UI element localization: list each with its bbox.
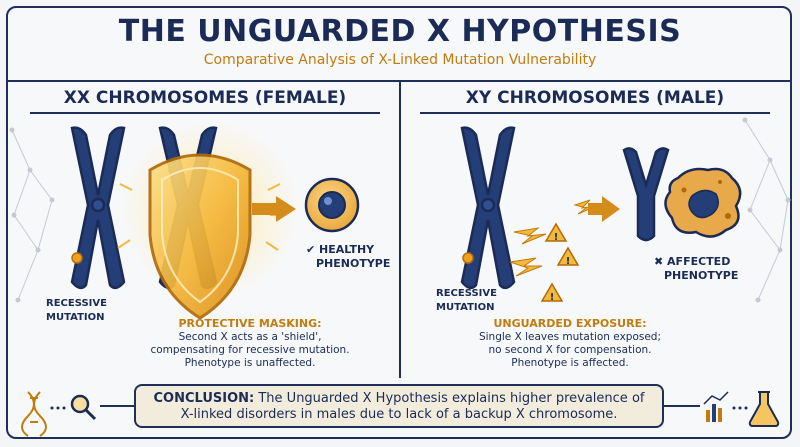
conclusion-line1: CONCLUSION: The Unguarded X Hypothesis e… bbox=[136, 391, 662, 407]
left-desc-title: PROTECTIVE MASKING: bbox=[178, 317, 322, 330]
affected-phenotype-label: ✖ AFFECTED PHENOTYPE bbox=[654, 255, 754, 283]
left-mutation-label-line2: MUTATION bbox=[46, 312, 105, 323]
right-desc-title: UNGUARDED EXPOSURE: bbox=[493, 317, 647, 330]
right-desc-line2: no second X for compensation. bbox=[488, 344, 652, 356]
dna-icon bbox=[21, 391, 47, 437]
left-desc-line1: Second X acts as a 'shield', bbox=[178, 331, 322, 343]
right-panel-heading: XY CHROMOSOMES (MALE) bbox=[465, 88, 725, 108]
right-desc-line1: Single X leaves mutation exposed; bbox=[478, 331, 662, 343]
arrow-icon-right bbox=[588, 196, 620, 222]
left-desc-line3: Phenotype is unaffected. bbox=[184, 357, 316, 369]
conclusion-lead: CONCLUSION: bbox=[153, 391, 255, 406]
magnifier-icon bbox=[70, 394, 97, 421]
left-panel-heading: XX CHROMOSOMES (FEMALE) bbox=[63, 88, 347, 108]
right-mutation-label: RECESSIVE MUTATION bbox=[436, 287, 497, 315]
conclusion-box: CONCLUSION: The Unguarded X Hypothesis e… bbox=[134, 384, 664, 428]
conclusion-line1-text: The Unguarded X Hypothesis explains high… bbox=[254, 391, 645, 406]
dots-right bbox=[732, 406, 748, 410]
dots-left bbox=[50, 406, 66, 410]
left-mutation-label-line1: RECESSIVE bbox=[46, 298, 107, 309]
right-panel-underline bbox=[420, 112, 770, 114]
right-mutation-label-line1: RECESSIVE bbox=[436, 288, 497, 299]
chart-icon bbox=[703, 391, 729, 422]
warning-icon bbox=[540, 222, 580, 302]
y-chromosome bbox=[622, 147, 670, 242]
network-decoration-left bbox=[9, 127, 55, 303]
affected-phenotype-line2: PHENOTYPE bbox=[664, 269, 739, 282]
healthy-phenotype-line2: PHENOTYPE bbox=[316, 257, 391, 270]
healthy-phenotype-line1: ✔ HEALTHY bbox=[306, 243, 375, 256]
page-subtitle: Comparative Analysis of X-Linked Mutatio… bbox=[203, 52, 597, 68]
warning-mark-1: ! bbox=[554, 232, 559, 243]
left-desc-line2: compensating for recessive mutation. bbox=[150, 344, 350, 356]
healthy-cell-icon bbox=[304, 177, 360, 233]
mutation-marker-left bbox=[71, 252, 83, 264]
warning-mark-2: ! bbox=[566, 256, 571, 267]
conclusion-line2: X-linked disorders in males due to lack … bbox=[180, 407, 618, 422]
affected-cell-icon bbox=[664, 167, 742, 238]
warning-mark-3: ! bbox=[550, 292, 555, 303]
healthy-phenotype-label: ✔ HEALTHY PHENOTYPE bbox=[306, 243, 391, 271]
left-mutation-label: RECESSIVE MUTATION bbox=[46, 297, 107, 325]
right-desc-line3: Phenotype is affected. bbox=[511, 357, 629, 369]
arrow-icon-left bbox=[252, 196, 296, 222]
affected-phenotype-line1: ✖ AFFECTED bbox=[654, 255, 731, 268]
left-panel-underline bbox=[30, 112, 380, 114]
shield-icon bbox=[148, 153, 252, 320]
right-mutation-label-line2: MUTATION bbox=[436, 302, 495, 313]
x-chromosome-left-1 bbox=[70, 126, 126, 290]
x-chromosome-right bbox=[460, 126, 516, 290]
flask-icon bbox=[748, 391, 780, 427]
page-title: THE UNGUARDED X HYPOTHESIS bbox=[118, 14, 682, 49]
panel-divider bbox=[399, 81, 401, 378]
network-decoration-right bbox=[742, 117, 791, 303]
mutation-marker-right bbox=[462, 252, 474, 264]
